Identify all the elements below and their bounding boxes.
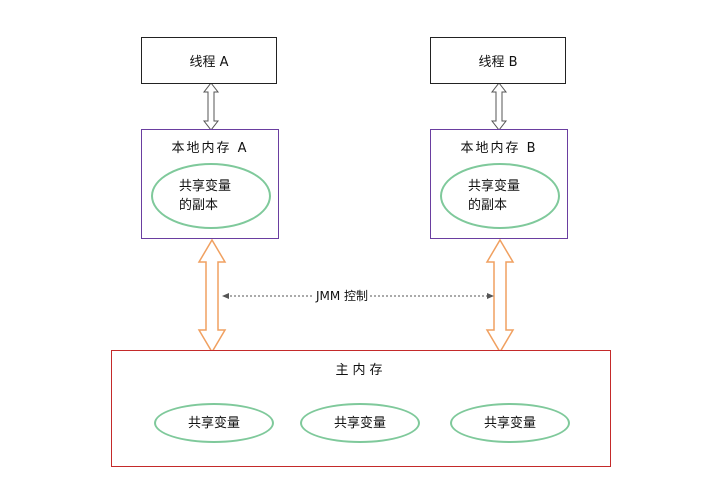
local-memory-b-copy-line2: 的副本 (468, 198, 508, 213)
main-memory-var-2-label: 共享变量 (333, 415, 386, 431)
main-memory-box: 主内存 共享变量 共享变量 共享变量 (111, 350, 611, 467)
local-memory-a-copy-line2: 的副本 (179, 198, 219, 213)
jmm-arrowhead-left (222, 293, 229, 299)
main-memory-var-2: 共享变量 (300, 403, 420, 443)
thread-a-label: 线程 A (189, 55, 229, 70)
jmm-arrowhead-right (487, 293, 494, 299)
local-a-main-arrow (197, 238, 227, 354)
local-memory-b-title: 本地内存 B (460, 141, 538, 156)
thread-b-local-arrow (490, 82, 508, 131)
jmm-control-label: JMM 控制 (314, 287, 371, 304)
local-memory-a-copy-line1: 共享变量 (179, 179, 232, 194)
local-memory-b-box: 本地内存 B 共享变量 的副本 (430, 129, 568, 239)
thread-b-label: 线程 B (478, 55, 518, 70)
main-memory-var-3: 共享变量 (450, 403, 570, 443)
thread-a-local-arrow (202, 82, 220, 131)
main-memory-var-1: 共享变量 (154, 403, 274, 443)
thread-b-box: 线程 B (430, 37, 566, 84)
local-memory-a-box: 本地内存 A 共享变量 的副本 (141, 129, 279, 239)
main-memory-var-1-label: 共享变量 (187, 415, 240, 431)
local-memory-a-title: 本地内存 A (171, 141, 249, 156)
main-memory-var-3-label: 共享变量 (483, 415, 536, 431)
thread-a-box: 线程 A (141, 37, 277, 84)
local-memory-a-copy-ellipse: 共享变量 的副本 (151, 163, 271, 229)
main-memory-title: 主内存 (335, 363, 387, 378)
local-memory-b-copy-ellipse: 共享变量 的副本 (440, 163, 560, 229)
local-memory-b-copy-line1: 共享变量 (468, 179, 521, 194)
